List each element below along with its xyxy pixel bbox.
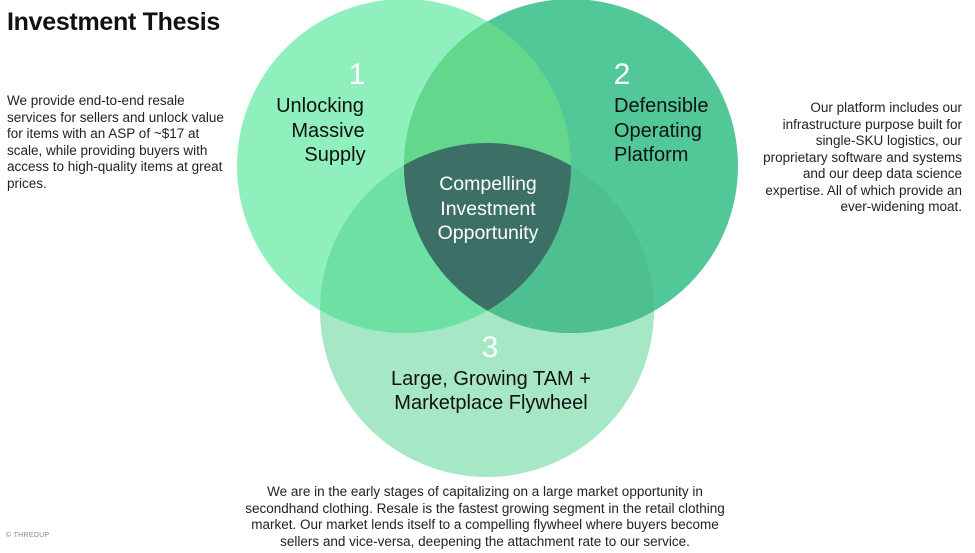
circle-1-label-line-3: Supply xyxy=(304,144,365,166)
footer-copyright: © THREDUP xyxy=(6,532,50,539)
page-title: Investment Thesis xyxy=(7,8,221,36)
circle-2-number: 2 xyxy=(614,58,631,91)
circle-3-number: 3 xyxy=(482,331,499,364)
supply-description: We provide end-to-end resale services fo… xyxy=(7,93,224,191)
circle-1-number: 1 xyxy=(349,58,366,91)
circle-2-label-line-2: Operating xyxy=(614,120,702,142)
circle-2-label-line-1: Defensible xyxy=(614,95,709,117)
circle-3-label-line-1: Large, Growing TAM + xyxy=(391,368,591,390)
center-label-line-3: Opportunity xyxy=(438,222,539,244)
circle-1-label-line-1: Unlocking xyxy=(276,95,364,117)
circle-3-label-line-2: Marketplace Flywheel xyxy=(394,392,587,414)
platform-description: Our platform includes our infrastructure… xyxy=(763,100,962,214)
center-label-line-1: Compelling xyxy=(439,173,537,195)
center-label-line-2: Investment xyxy=(440,198,536,220)
circle-2-label-line-3: Platform xyxy=(614,144,688,166)
tam-description: We are in the early stages of capitalizi… xyxy=(245,484,725,549)
circle-1-label-line-2: Massive xyxy=(291,120,364,142)
